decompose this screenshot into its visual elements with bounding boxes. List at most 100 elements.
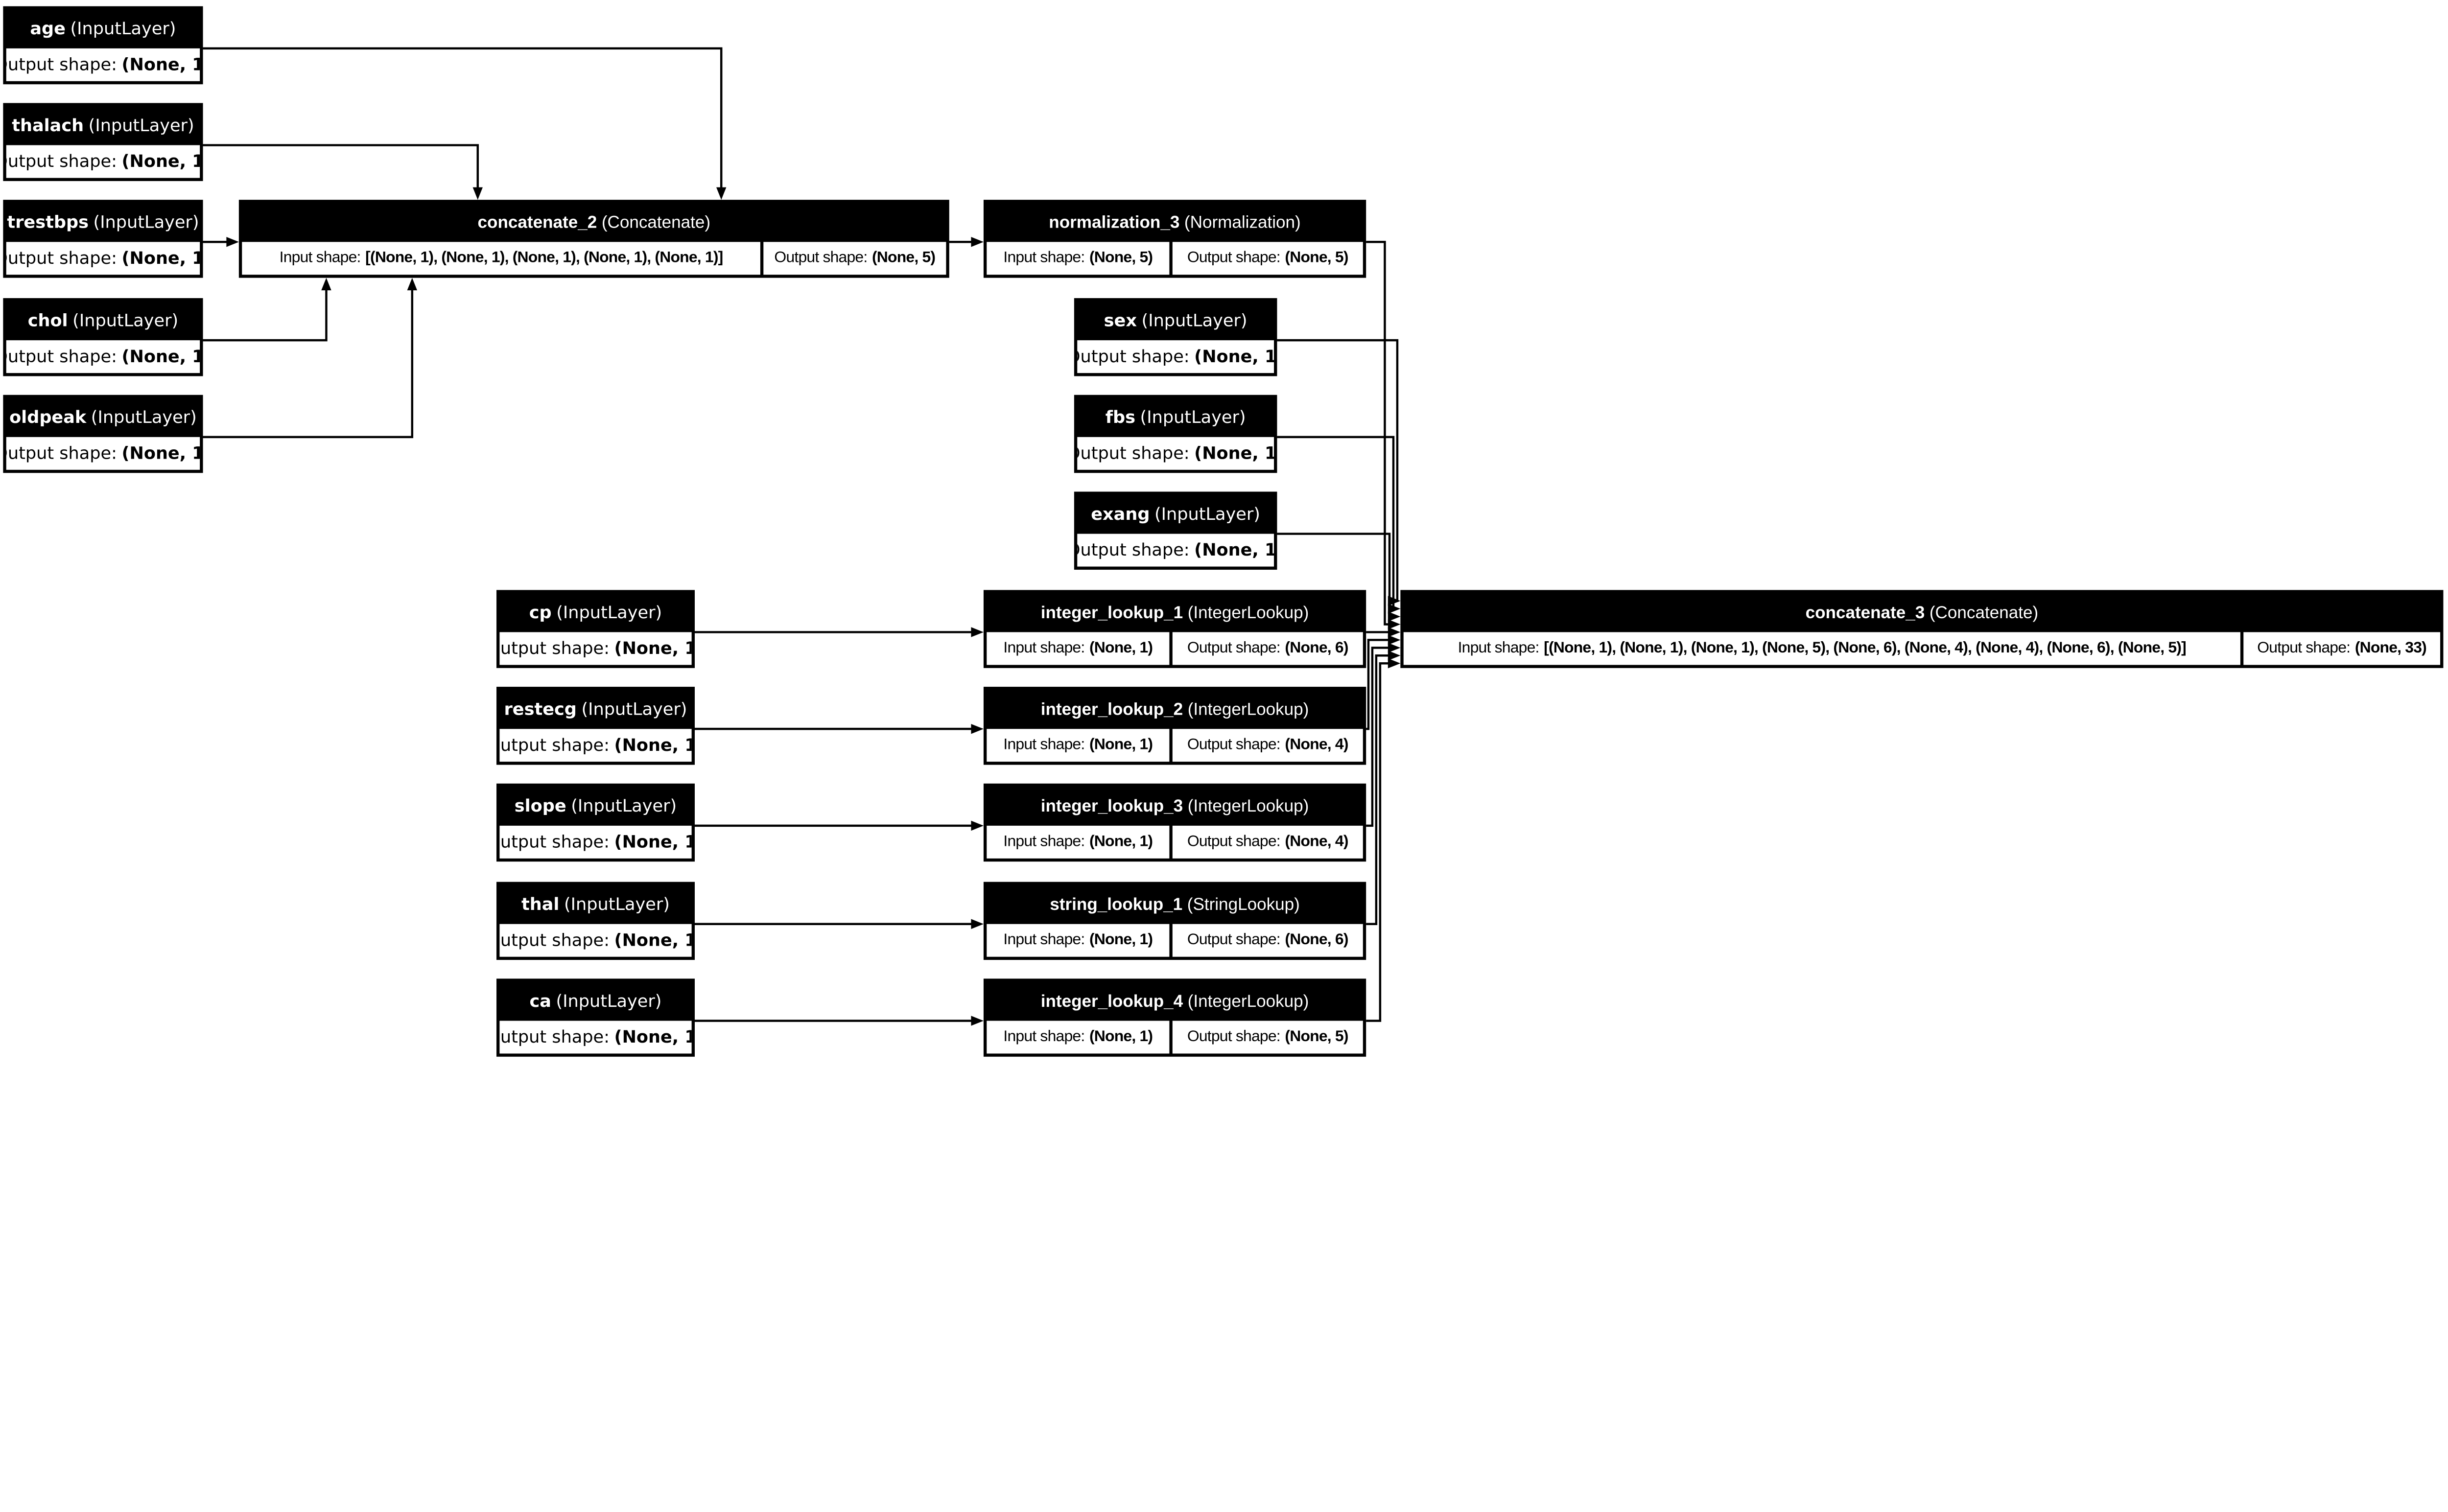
shape-value: (None, 5) bbox=[1285, 250, 1348, 267]
layer-header-age: age(InputLayer) bbox=[6, 9, 200, 48]
shape-value: (None, 1) bbox=[614, 638, 692, 659]
shape-label: Input shape: bbox=[1003, 737, 1085, 754]
edge-integer_lookup_3-to-concatenate_3 bbox=[1366, 643, 1401, 827]
shape-value: (None, 1) bbox=[121, 54, 200, 75]
arrowhead bbox=[971, 627, 984, 637]
layer-type: (IntegerLookup) bbox=[1187, 796, 1309, 816]
layer-body-age: Output shape:(None, 1) bbox=[6, 48, 200, 81]
output-shape-cell-thal: Output shape:(None, 1) bbox=[499, 924, 692, 957]
layer-name: fbs bbox=[1105, 407, 1135, 428]
output-shape-cell-cp: Output shape:(None, 1) bbox=[499, 632, 692, 665]
edge-trestbps-to-concatenate_2 bbox=[203, 237, 239, 247]
shape-label: Output shape: bbox=[774, 250, 868, 267]
layer-body-chol: Output shape:(None, 1) bbox=[6, 340, 200, 373]
shape-label: Output shape: bbox=[499, 1027, 610, 1047]
layer-name: slope bbox=[514, 796, 566, 816]
layer-name: restecg bbox=[504, 699, 577, 720]
layer-header-string_lookup_1: string_lookup_1(StringLookup) bbox=[987, 885, 1363, 924]
output-shape-cell-concatenate_3: Output shape:(None, 33) bbox=[2243, 632, 2441, 665]
layer-body-restecg: Output shape:(None, 1) bbox=[499, 729, 692, 762]
arrowhead bbox=[971, 1016, 984, 1026]
shape-label: Output shape: bbox=[1187, 737, 1281, 754]
layer-type: (IntegerLookup) bbox=[1187, 700, 1309, 719]
shape-label: Input shape: bbox=[1003, 833, 1085, 851]
input-shape-cell-integer_lookup_4: Input shape:(None, 1) bbox=[987, 1021, 1170, 1054]
output-shape-cell-slope: Output shape:(None, 1) bbox=[499, 825, 692, 859]
arrowhead bbox=[971, 820, 984, 831]
shape-value: (None, 4) bbox=[1285, 833, 1348, 851]
layer-node-oldpeak: oldpeak(InputLayer)Output shape:(None, 1… bbox=[3, 395, 203, 473]
shape-value: (None, 1) bbox=[1089, 737, 1153, 754]
edge-ca-to-integer_lookup_4 bbox=[695, 1016, 984, 1026]
layer-node-normalization_3: normalization_3(Normalization)Input shap… bbox=[983, 200, 1366, 278]
layer-type: (InputLayer) bbox=[1141, 310, 1248, 331]
arrowhead bbox=[971, 723, 984, 734]
layer-name: sex bbox=[1104, 310, 1137, 331]
shape-label: Input shape: bbox=[1003, 250, 1085, 267]
layer-node-string_lookup_1: string_lookup_1(StringLookup)Input shape… bbox=[983, 882, 1366, 960]
layer-node-age: age(InputLayer)Output shape:(None, 1) bbox=[3, 6, 203, 85]
edge-fbs-to-concatenate_3 bbox=[1277, 436, 1401, 614]
layer-type: (StringLookup) bbox=[1187, 895, 1300, 914]
layer-type: (InputLayer) bbox=[556, 602, 662, 623]
layer-body-trestbps: Output shape:(None, 1) bbox=[6, 242, 200, 275]
output-shape-cell-oldpeak: Output shape:(None, 1) bbox=[6, 437, 200, 470]
arrowhead bbox=[472, 187, 483, 200]
layer-header-integer_lookup_2: integer_lookup_2(IntegerLookup) bbox=[987, 690, 1363, 729]
shape-value: (None, 1) bbox=[1089, 931, 1153, 949]
shape-label: Output shape: bbox=[1187, 931, 1281, 949]
arrowhead bbox=[1388, 604, 1401, 614]
arrowhead bbox=[1388, 627, 1401, 637]
layer-node-thalach: thalach(InputLayer)Output shape:(None, 1… bbox=[3, 103, 203, 181]
layer-name: concatenate_3 bbox=[1805, 603, 1925, 622]
edge-oldpeak-to-concatenate_2 bbox=[203, 278, 418, 439]
shape-label: Input shape: bbox=[1003, 640, 1085, 657]
shape-label: Output shape: bbox=[1077, 443, 1190, 464]
layer-name: integer_lookup_4 bbox=[1040, 992, 1183, 1011]
layer-name: chol bbox=[27, 310, 68, 331]
layer-header-integer_lookup_3: integer_lookup_3(IntegerLookup) bbox=[987, 787, 1363, 826]
layer-body-integer_lookup_3: Input shape:(None, 1)Output shape:(None,… bbox=[987, 825, 1363, 859]
shape-value: (None, 5) bbox=[871, 250, 936, 267]
arrowhead bbox=[1388, 611, 1401, 622]
layer-body-thal: Output shape:(None, 1) bbox=[499, 924, 692, 957]
input-shape-cell-integer_lookup_3: Input shape:(None, 1) bbox=[987, 825, 1170, 859]
input-shape-cell-string_lookup_1: Input shape:(None, 1) bbox=[987, 924, 1170, 957]
shape-label: Input shape: bbox=[1458, 640, 1540, 657]
layer-type: (InputLayer) bbox=[571, 796, 677, 816]
layer-node-exang: exang(InputLayer)Output shape:(None, 1) bbox=[1074, 491, 1277, 570]
layer-type: (Normalization) bbox=[1184, 213, 1301, 232]
shape-value: (None, 1) bbox=[121, 151, 200, 172]
layer-header-trestbps: trestbps(InputLayer) bbox=[6, 203, 200, 242]
shape-label: Output shape: bbox=[6, 346, 117, 367]
layer-type: (InputLayer) bbox=[1140, 407, 1246, 428]
edge-restecg-to-integer_lookup_2 bbox=[695, 723, 984, 734]
edge-integer_lookup_1-to-concatenate_3 bbox=[1366, 627, 1401, 637]
layer-node-integer_lookup_1: integer_lookup_1(IntegerLookup) Input sha… bbox=[983, 590, 1366, 668]
shape-value: (None, 1) bbox=[614, 735, 692, 756]
shape-label: Input shape: bbox=[1003, 931, 1085, 949]
layer-name: ca bbox=[529, 991, 551, 1012]
layer-type: (InputLayer) bbox=[91, 407, 197, 428]
layer-header-integer_lookup_1: integer_lookup_1(IntegerLookup) bbox=[987, 593, 1363, 632]
shape-label: Output shape: bbox=[1187, 1028, 1281, 1046]
arrowhead bbox=[971, 237, 984, 247]
layer-name: age bbox=[30, 19, 66, 39]
output-shape-cell-concatenate_2: Output shape:(None, 5) bbox=[763, 242, 946, 275]
output-shape-cell-integer_lookup_2: Output shape:(None, 4) bbox=[1172, 729, 1363, 762]
shape-value: (None, 1) bbox=[1089, 640, 1153, 657]
layer-name: string_lookup_1 bbox=[1050, 895, 1183, 914]
arrowhead bbox=[226, 237, 239, 247]
edge-integer_lookup_2-to-concatenate_3 bbox=[1366, 635, 1401, 730]
edge-slope-to-integer_lookup_3 bbox=[695, 820, 984, 831]
arrowhead bbox=[1388, 635, 1401, 645]
layer-header-thal: thal(InputLayer) bbox=[499, 885, 691, 924]
edge-age-to-concatenate_2 bbox=[203, 47, 727, 200]
layer-body-ca: Output shape:(None, 1) bbox=[499, 1021, 692, 1054]
output-shape-cell-ca: Output shape:(None, 1) bbox=[499, 1021, 692, 1054]
layer-name: trestbps bbox=[7, 212, 89, 233]
shape-label: Output shape: bbox=[6, 151, 117, 172]
edge-chol-to-concatenate_2 bbox=[203, 278, 331, 342]
shape-value: (None, 5) bbox=[1089, 250, 1153, 267]
output-shape-cell-sex: Output shape:(None, 1) bbox=[1077, 340, 1274, 373]
